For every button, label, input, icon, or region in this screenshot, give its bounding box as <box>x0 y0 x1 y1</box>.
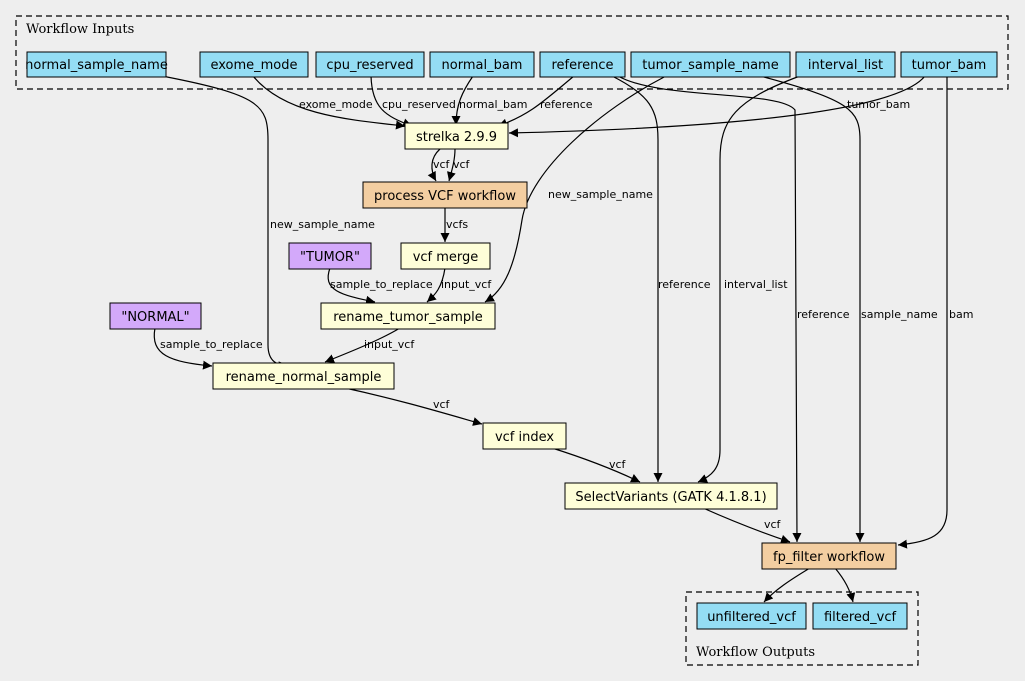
edge-merge-rename-tumor <box>426 267 446 303</box>
workflow-inputs-cluster: Workflow Inputs <box>15 15 1009 90</box>
step-node-select-variants[interactable]: SelectVariants (GATK 4.1.8.1) <box>564 482 778 510</box>
step-node-strelka[interactable]: strelka 2.9.9 <box>404 122 509 150</box>
workflow-label-process-vcf: process VCF workflow <box>374 189 516 204</box>
edge-label-cpu-reserved: cpu_reserved <box>382 98 456 111</box>
edge-normal-literal <box>153 327 213 370</box>
input-nodes: normal_sample_name exome_mode cpu_reserv… <box>25 51 998 78</box>
edge-interval-list <box>697 75 801 483</box>
input-node-cpu-reserved[interactable]: cpu_reserved <box>315 51 425 78</box>
workflow-node-fp-filter[interactable]: fp_filter workflow <box>761 542 897 570</box>
literal-node-normal[interactable]: "NORMAL" <box>109 302 202 330</box>
edge-label-reference: reference <box>540 98 593 111</box>
edge-label-reference-select: reference <box>658 278 711 291</box>
edge-fp-unfiltered <box>763 567 811 603</box>
edge-label-new-sample-name-normal: new_sample_name <box>270 218 375 231</box>
input-node-tumor-bam[interactable]: tumor_bam <box>900 51 998 78</box>
edge-rename-tumor-normal <box>324 327 401 363</box>
edge-tumor-bam-strelka <box>508 75 926 138</box>
input-label-exome-mode: exome_mode <box>210 58 297 73</box>
workflow-inputs-title: Workflow Inputs <box>26 22 134 37</box>
edge-label-exome-mode: exome_mode <box>299 98 373 111</box>
edge-select-fp <box>702 507 791 544</box>
edge-label-interval-list: interval_list <box>724 278 788 291</box>
input-label-reference: reference <box>551 58 613 73</box>
edge-label-vcfs: vcfs <box>446 218 468 231</box>
edge-label-sample-name: sample_name <box>861 308 938 321</box>
literal-label-tumor: "TUMOR" <box>300 250 360 265</box>
edge-label-input-vcf-merge: input_vcf <box>441 278 492 291</box>
edge-label-vcf-to-index: vcf <box>433 398 451 411</box>
step-label-rename-tumor-sample: rename_tumor_sample <box>333 310 483 325</box>
edge-label-bam: bam <box>949 308 973 321</box>
step-label-vcf-index: vcf index <box>495 430 554 445</box>
step-nodes: strelka 2.9.9 process VCF workflow vcf m… <box>109 122 897 570</box>
step-label-strelka: strelka 2.9.9 <box>416 130 497 145</box>
workflow-outputs-cluster: Workflow Outputs <box>685 591 919 666</box>
output-nodes: unfiltered_vcf filtered_vcf <box>696 602 908 630</box>
input-node-normal-bam[interactable]: normal_bam <box>429 51 535 78</box>
literal-label-normal: "NORMAL" <box>121 310 189 325</box>
workflow-outputs-title: Workflow Outputs <box>696 645 815 660</box>
step-node-rename-normal-sample[interactable]: rename_normal_sample <box>212 362 395 390</box>
edge-index-select <box>551 447 641 483</box>
edge-label-vcf-a: vcf <box>433 158 451 171</box>
input-node-normal-sample-name[interactable]: normal_sample_name <box>25 51 168 78</box>
edge-label-sample-to-replace-normal: sample_to_replace <box>160 338 263 351</box>
output-label-unfiltered-vcf: unfiltered_vcf <box>707 610 796 625</box>
edge-fp-filtered <box>834 567 856 603</box>
workflow-label-fp-filter: fp_filter workflow <box>773 550 885 565</box>
edge-label-sample-to-replace-tumor: sample_to_replace <box>330 278 433 291</box>
output-label-filtered-vcf: filtered_vcf <box>824 610 897 625</box>
step-label-select-variants: SelectVariants (GATK 4.1.8.1) <box>575 490 766 505</box>
edge-rename-normal-index <box>344 387 483 426</box>
edge-normal-bam <box>451 75 474 126</box>
edge-label-input-vcf-rename: input_vcf <box>364 338 415 351</box>
step-node-vcf-merge[interactable]: vcf merge <box>400 242 491 270</box>
step-label-rename-normal-sample: rename_normal_sample <box>226 370 382 385</box>
edge-reference-fp <box>617 75 802 543</box>
edge-label-vcf-to-select: vcf <box>609 458 627 471</box>
edge-label-tumor-bam: tumor_bam <box>847 98 910 111</box>
edge-strelka-vcf-a <box>427 148 441 182</box>
step-node-vcf-index[interactable]: vcf index <box>482 422 567 450</box>
input-node-tumor-sample-name[interactable]: tumor_sample_name <box>630 51 791 78</box>
edge-bam-fp <box>897 76 948 549</box>
input-node-reference[interactable]: reference <box>539 51 626 78</box>
input-label-normal-bam: normal_bam <box>442 58 523 73</box>
output-node-filtered-vcf[interactable]: filtered_vcf <box>812 602 908 630</box>
edge-label-reference-fp: reference <box>797 308 850 321</box>
output-node-unfiltered-vcf[interactable]: unfiltered_vcf <box>696 602 807 630</box>
edge-reference-select <box>611 75 663 482</box>
input-label-interval-list: interval_list <box>808 58 883 73</box>
input-node-interval-list[interactable]: interval_list <box>795 51 896 78</box>
step-node-rename-tumor-sample[interactable]: rename_tumor_sample <box>320 302 496 330</box>
input-label-tumor-sample-name: tumor_sample_name <box>642 58 778 73</box>
input-node-exome-mode[interactable]: exome_mode <box>199 51 309 78</box>
input-label-normal-sample-name: normal_sample_name <box>25 58 168 73</box>
edge-label-new-sample-name-tumor: new_sample_name <box>548 188 653 201</box>
edge-strelka-vcf-b <box>447 148 456 182</box>
input-label-tumor-bam: tumor_bam <box>912 58 987 73</box>
edges: new_sample_name exome_mode cpu_reserved … <box>153 75 973 603</box>
workflow-node-process-vcf[interactable]: process VCF workflow <box>362 181 528 209</box>
edge-exome-mode <box>252 75 406 130</box>
edge-label-vcf-to-fp: vcf <box>764 518 782 531</box>
literal-node-tumor[interactable]: "TUMOR" <box>288 242 372 270</box>
edge-label-normal-bam: normal_bam <box>459 98 527 111</box>
edge-label-vcf-b: vcf <box>453 158 471 171</box>
edge-sample-name-fp <box>759 75 865 542</box>
step-label-vcf-merge: vcf merge <box>413 250 479 265</box>
input-label-cpu-reserved: cpu_reserved <box>326 58 413 73</box>
edge-tumor-literal <box>327 267 376 305</box>
